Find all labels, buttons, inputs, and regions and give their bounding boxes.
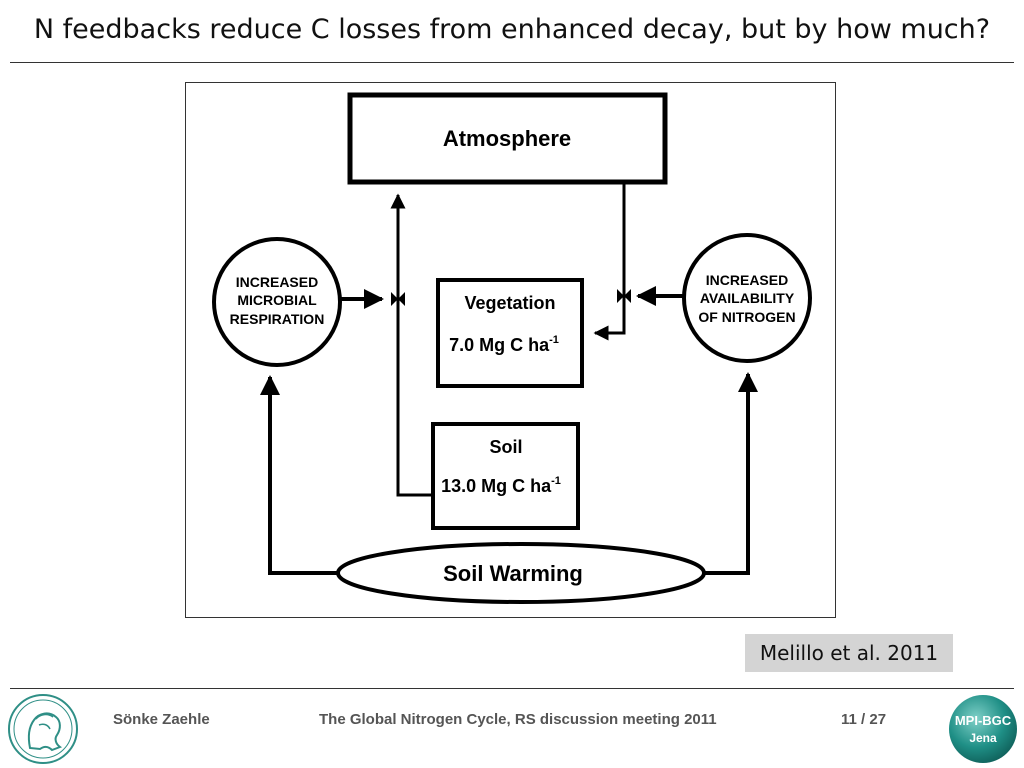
max-planck-minerva-logo-icon <box>8 694 78 764</box>
microbial-line-1: INCREASED <box>236 274 318 290</box>
soil-amount: 13.0 Mg C ha <box>441 476 552 496</box>
bgc-logo-line-2: Jena <box>969 731 997 745</box>
bgc-logo-line-1: MPI-BGC <box>955 713 1012 728</box>
soil-unit-exponent: -1 <box>551 475 561 487</box>
vegetation-box <box>436 278 584 388</box>
nitrogen-line-3: OF NITROGEN <box>698 309 795 325</box>
warming-to-nitrogen-arrow <box>704 372 758 575</box>
citation-label: Melillo et al. 2011 <box>745 634 953 672</box>
nitrogen-line-1: INCREASED <box>706 272 788 288</box>
microbial-line-2: MICROBIAL <box>237 292 317 308</box>
title-divider <box>10 62 1014 63</box>
footer-author: Sönke Zaehle <box>113 711 210 728</box>
soil-warming-label: Soil Warming <box>443 561 583 586</box>
warming-to-microbial-arrow <box>260 375 338 575</box>
vegetation-label: Vegetation <box>464 293 555 313</box>
vegetation-value: 7.0 Mg C ha-1 <box>449 334 559 355</box>
soil-to-atmosphere-arrow <box>390 193 433 497</box>
soil-flux-valve-icon <box>391 292 405 306</box>
footer-page-number: 11 / 27 <box>841 711 887 728</box>
slide-title: N feedbacks reduce C losses from enhance… <box>33 14 991 45</box>
vegetation-amount: 7.0 Mg C ha <box>449 335 550 355</box>
microbial-respiration-circle <box>212 237 342 367</box>
microbial-line-3: RESPIRATION <box>230 311 325 327</box>
nitrogen-line-2: AVAILABILITY <box>700 290 795 306</box>
soil-label: Soil <box>489 437 522 457</box>
soil-box <box>431 422 580 530</box>
mpi-bgc-jena-logo-icon: MPI-BGC Jena <box>949 695 1017 763</box>
atmosphere-box <box>347 92 668 185</box>
vegetation-unit-exponent: -1 <box>549 334 559 346</box>
carbon-nitrogen-feedback-diagram: Atmosphere Vegetation 7.0 Mg C ha-1 Soil… <box>212 92 812 604</box>
atmosphere-label: Atmosphere <box>443 126 571 151</box>
diagram-frame: Atmosphere Vegetation 7.0 Mg C ha-1 Soil… <box>185 82 836 618</box>
soil-value: 13.0 Mg C ha-1 <box>441 475 561 496</box>
footer-divider <box>10 688 1014 689</box>
footer-event: The Global Nitrogen Cycle, RS discussion… <box>319 711 717 728</box>
uptake-flux-valve-icon <box>617 289 631 303</box>
atmosphere-to-vegetation-arrow <box>593 182 626 341</box>
